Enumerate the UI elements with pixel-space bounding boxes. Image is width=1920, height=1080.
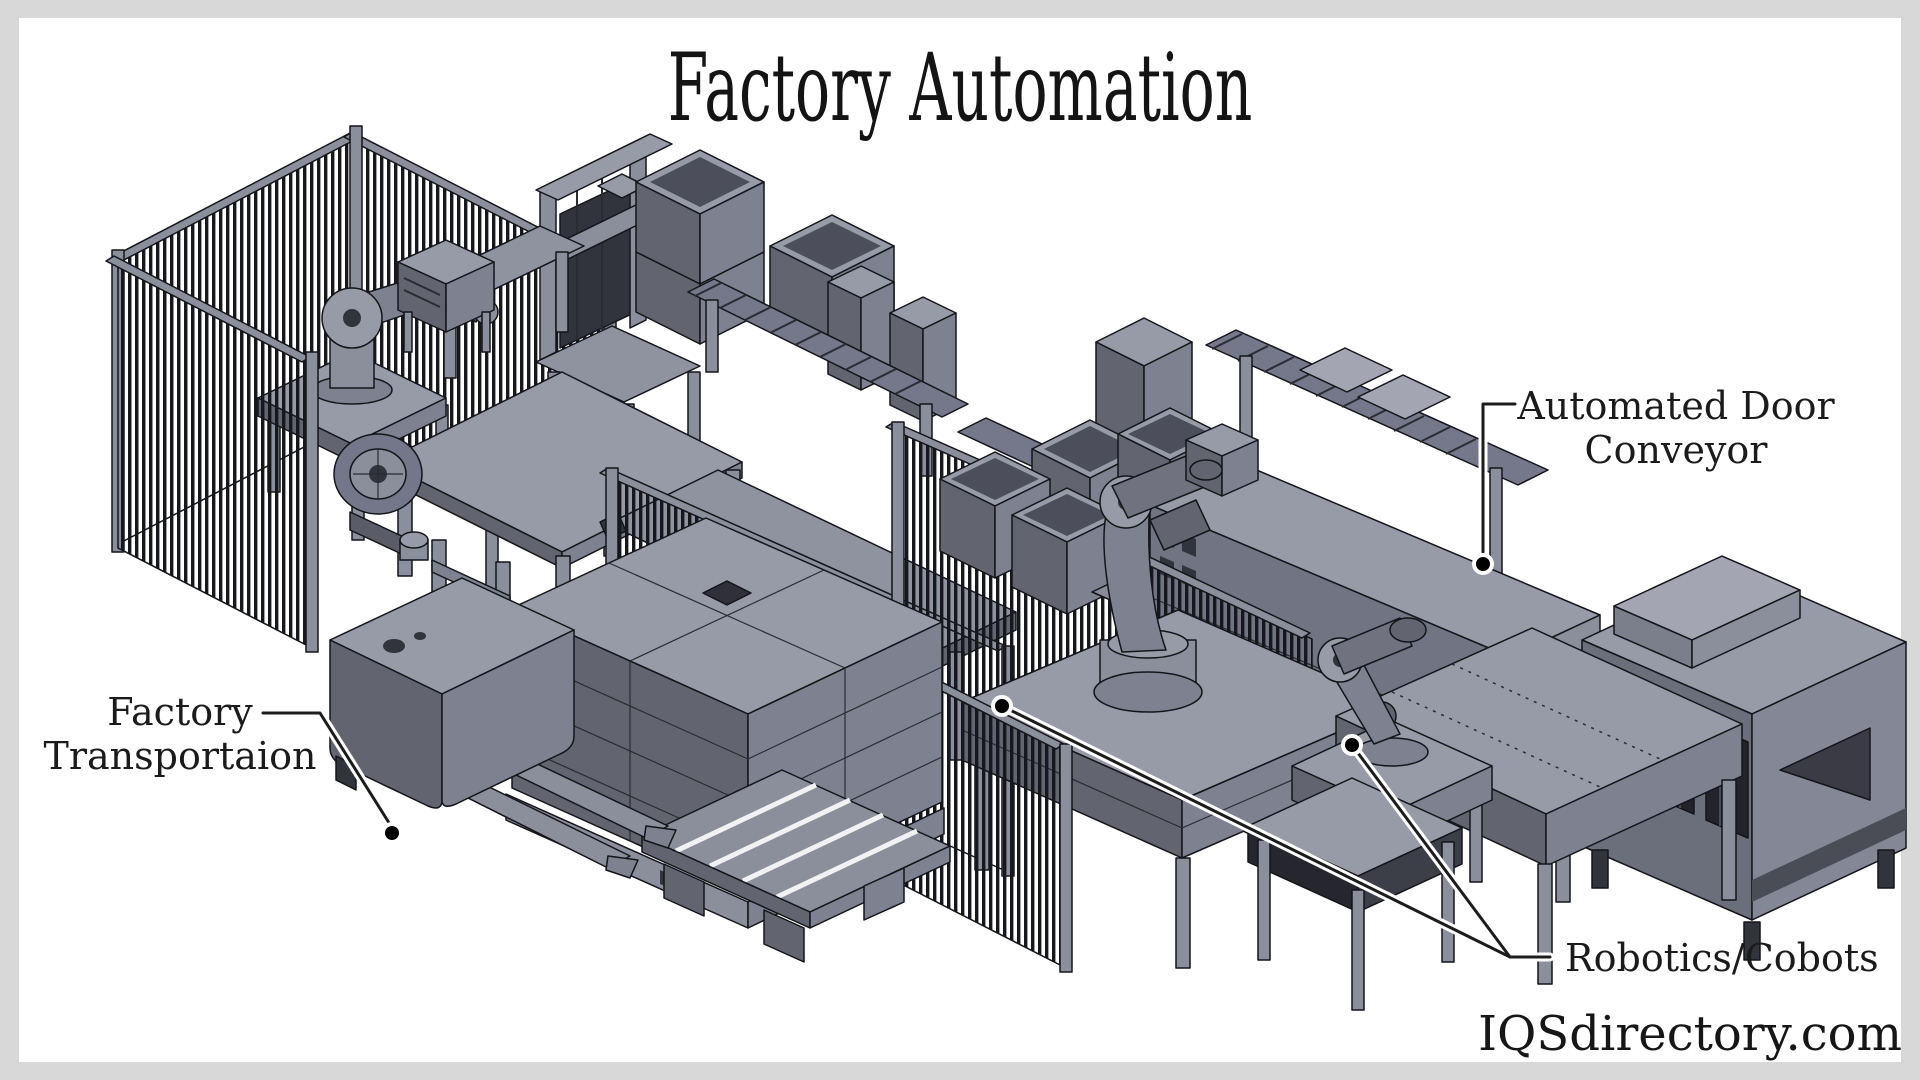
callout-line: Factory: [107, 690, 253, 734]
tote-bin-stacks: [635, 149, 1193, 455]
callout-robotics-cobots: Robotics/Cobots: [1565, 936, 1879, 980]
callout-line: Transportaion: [43, 734, 317, 778]
callout-leaders: [258, 399, 1555, 962]
cobot-right: [1247, 617, 1743, 1011]
callout-line: Automated Door: [1517, 384, 1835, 428]
process-machine-small: [397, 239, 495, 353]
roller-conveyor-right: [957, 329, 1549, 575]
callout-factory-transportation: Factory Transportaion: [20, 690, 340, 778]
robot-cell-front-fence: [105, 255, 499, 749]
empty-pallet: [641, 769, 951, 963]
callout-automated-door-conveyor: Automated Door Conveyor: [1516, 384, 1836, 472]
watermark-text: IQSdirectory.com: [1478, 1006, 1902, 1062]
diagram-title: Factory Automation: [667, 34, 1253, 143]
callout-line: Conveyor: [1584, 428, 1768, 472]
agv-pallet-stacker: [329, 531, 677, 879]
